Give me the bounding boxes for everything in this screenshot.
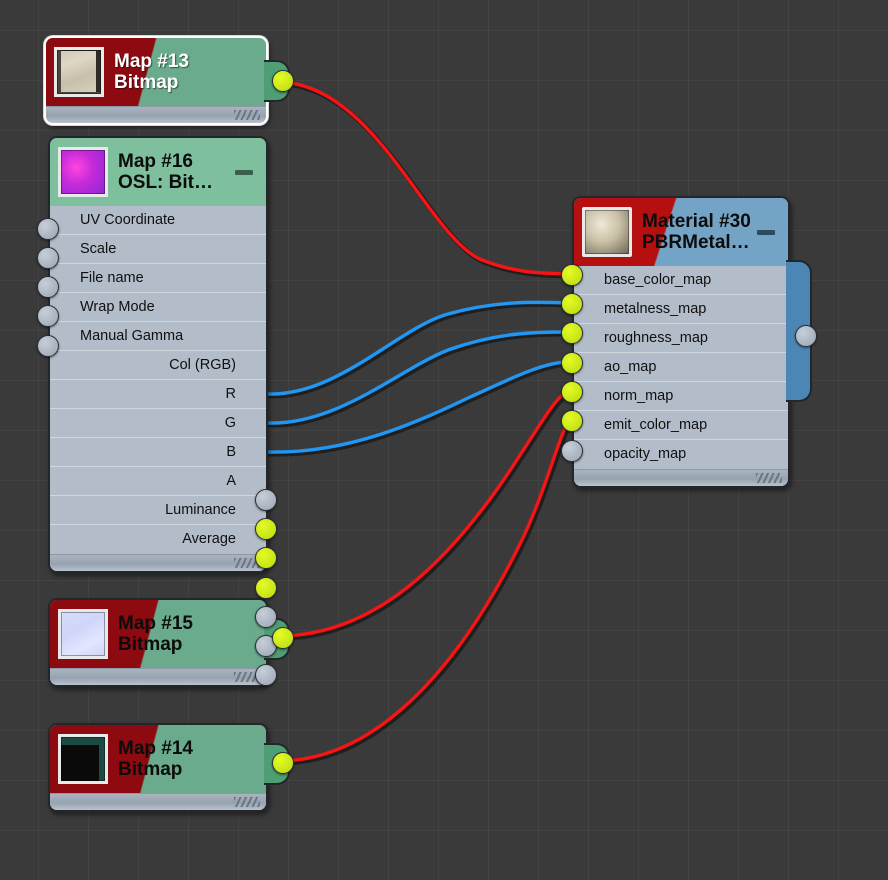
wire-G-to-roughness_map [266,330,570,425]
material30-socket-roughness-map[interactable] [561,322,583,344]
map16-header[interactable]: Map #16 OSL: Bit… [50,138,266,206]
map15-title: Map #15 [118,612,193,634]
map16-resize-grip-icon[interactable] [234,558,260,568]
map16-socket-average[interactable] [255,664,277,686]
map16-output-average[interactable]: Average [182,531,236,547]
map15-titles: Map #15 Bitmap [118,613,266,656]
map15-footer [50,668,266,685]
map16-socket-a[interactable] [255,606,277,628]
map13-output-socket[interactable] [272,70,294,92]
map16-socket-file-name[interactable] [37,276,59,298]
node-map14[interactable]: Map #14 Bitmap [48,723,294,812]
map13-title: Map #13 [114,50,189,72]
minimize-icon[interactable] [235,169,253,175]
map16-footer [50,554,266,571]
map14-body[interactable]: Map #14 Bitmap [48,723,268,812]
map16-title: Map #16 [118,150,193,172]
wire-map15-to-norm_map [280,389,570,638]
material30-input-emit-color-map[interactable]: emit_color_map [574,411,788,440]
node-material30[interactable]: Material #30 PBRMetal… base_color_map me… [561,196,817,488]
node-map15[interactable]: Map #15 Bitmap [48,598,294,687]
material30-input-base-color-map[interactable]: base_color_map [574,266,788,295]
map16-output-col-rgb[interactable]: Col (RGB) [50,351,266,380]
material30-input-norm-map[interactable]: norm_map [574,382,788,411]
material30-thumbnail [582,207,632,257]
map16-socket-r[interactable] [255,518,277,540]
wire-map13-to-base_color_map [280,80,570,276]
wire-map14-to-emit_color_map [280,418,572,763]
map16-socket-uv-coordinate[interactable] [37,218,59,240]
wire-blue-group [266,300,570,454]
map16-body[interactable]: Map #16 OSL: Bit… UV Coordinate Scale Fi… [48,136,268,573]
material30-socket-ao-map[interactable] [561,352,583,374]
map16-input-wrap-mode[interactable]: Wrap Mode [50,293,266,322]
map16-output-luminance[interactable]: Luminance [50,496,266,525]
material30-socket-norm-map[interactable] [561,381,583,403]
material30-body[interactable]: Material #30 PBRMetal… base_color_map me… [572,196,790,488]
material30-socket-opacity-map[interactable] [561,440,583,462]
map13-titles: Map #13 Bitmap [114,51,266,94]
wire-R-to-metalness_map [266,300,570,396]
map14-thumbnail [58,734,108,784]
map15-header[interactable]: Map #15 Bitmap [50,600,266,668]
map16-input-file-name[interactable]: File name [50,264,266,293]
material30-socket-metalness-map[interactable] [561,293,583,315]
map15-resize-grip-icon[interactable] [234,672,260,682]
map16-output-r[interactable]: R [50,380,266,409]
minimize-icon[interactable] [757,229,775,235]
map16-output-b[interactable]: B [50,438,266,467]
map16-output-a[interactable]: A [50,467,266,496]
map15-thumbnail [58,609,108,659]
material30-socket-emit-color-map[interactable] [561,410,583,432]
material30-input-opacity-map[interactable]: opacity_map [604,446,687,462]
map14-subtitle: Bitmap [118,759,183,780]
map15-output-socket[interactable] [272,627,294,649]
map16-socket-scale[interactable] [37,247,59,269]
map16-socket-manual-gamma[interactable] [37,335,59,357]
map16-output-g[interactable]: G [50,409,266,438]
material30-resize-grip-icon[interactable] [756,473,782,483]
map14-footer [50,793,266,810]
map13-resize-grip-icon[interactable] [234,110,260,120]
map16-socket-wrap-mode[interactable] [37,305,59,327]
map14-titles: Map #14 Bitmap [118,738,266,781]
wire-B-to-ao_map [266,360,570,454]
map13-subtitle: Bitmap [114,72,179,93]
material30-footer [574,469,788,486]
map16-input-scale[interactable]: Scale [50,235,266,264]
map16-socket-g[interactable] [255,547,277,569]
map16-input-manual-gamma[interactable]: Manual Gamma [50,322,266,351]
material30-input-ao-map[interactable]: ao_map [574,353,788,382]
material30-output-socket[interactable] [795,325,817,347]
map13-thumbnail [54,47,104,97]
material30-titles: Material #30 PBRMetal… [642,211,757,254]
map14-header[interactable]: Map #14 Bitmap [50,725,266,793]
node-map13[interactable]: Map #13 Bitmap [44,36,294,125]
map15-subtitle: Bitmap [118,634,183,655]
material30-subtitle: PBRMetal… [642,232,750,253]
map14-title: Map #14 [118,737,193,759]
material30-title: Material #30 [642,210,751,232]
map16-socket-col-rgb[interactable] [255,489,277,511]
map14-output-socket[interactable] [272,752,294,774]
material30-header[interactable]: Material #30 PBRMetal… [574,198,788,266]
map16-subtitle: OSL: Bit… [118,172,213,193]
material30-socket-base-color-map[interactable] [561,264,583,286]
material30-input-roughness-map[interactable]: roughness_map [574,324,788,353]
node-map16[interactable]: Map #16 OSL: Bit… UV Coordinate Scale Fi… [37,136,277,686]
map16-socket-b[interactable] [255,577,277,599]
map16-titles: Map #16 OSL: Bit… [118,151,235,194]
map14-resize-grip-icon[interactable] [234,797,260,807]
map13-header[interactable]: Map #13 Bitmap [46,38,266,106]
map13-body[interactable]: Map #13 Bitmap [44,36,268,125]
map15-body[interactable]: Map #15 Bitmap [48,598,268,687]
map13-footer [46,106,266,123]
map16-input-uv-coordinate[interactable]: UV Coordinate [50,206,266,235]
material30-input-rows: base_color_map metalness_map roughness_m… [574,266,788,469]
map16-input-rows: UV Coordinate Scale File name Wrap Mode … [50,206,266,554]
map16-thumbnail [58,147,108,197]
material30-input-metalness-map[interactable]: metalness_map [574,295,788,324]
wire-red-group [280,80,572,763]
